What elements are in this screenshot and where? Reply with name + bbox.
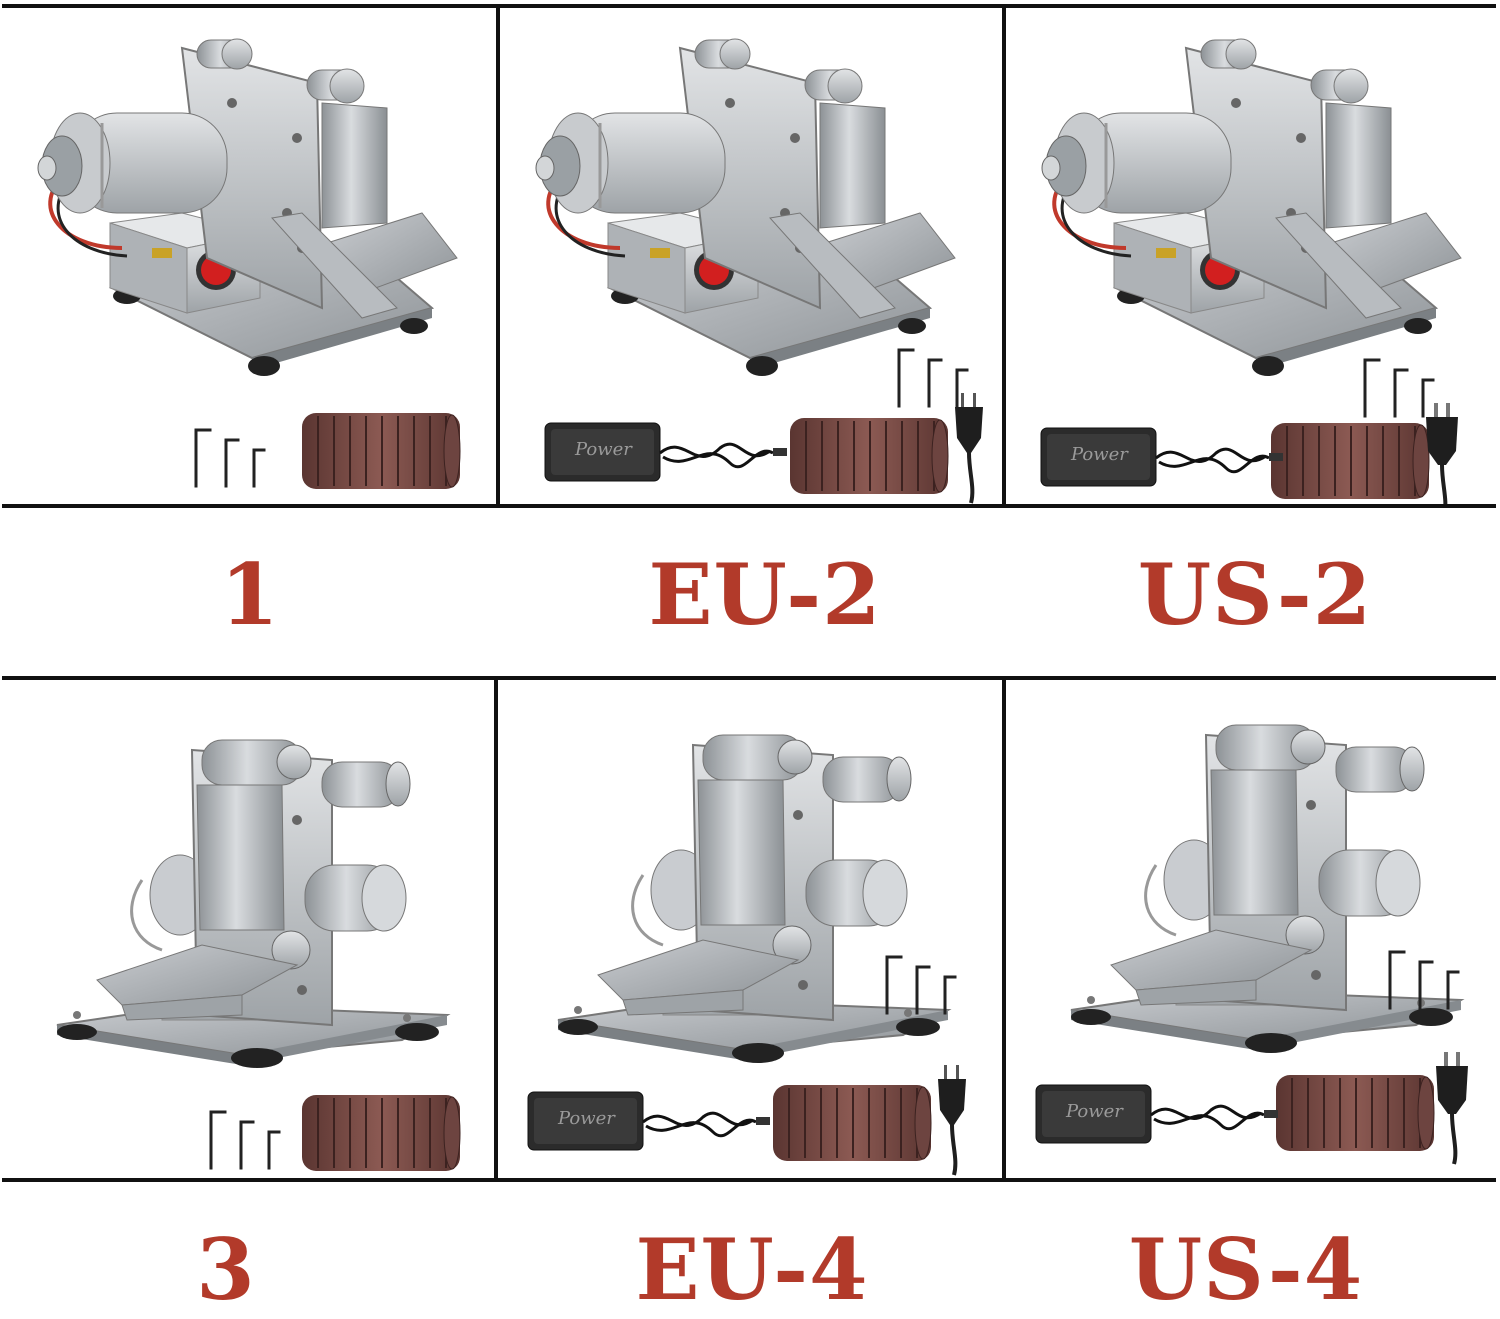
variant-label: US-2 [1137, 545, 1373, 644]
product-image-1 [36, 37, 461, 490]
bottom-row [2, 676, 1496, 1182]
top-row [2, 4, 1496, 508]
tile-variant-1[interactable] [2, 8, 496, 504]
product-image-3 [55, 738, 461, 1172]
variant-label: 3 [196, 1220, 256, 1319]
variant-label: EU-4 [635, 1220, 869, 1319]
product-image-eu-2 [534, 37, 985, 504]
product-image-eu-4 [526, 733, 968, 1177]
tile-variant-eu-2[interactable] [496, 8, 1002, 504]
tile-variant-us-4[interactable] [1002, 680, 1496, 1178]
variant-label: 1 [220, 545, 280, 644]
tile-variant-eu-4[interactable] [494, 680, 1002, 1178]
variant-label: US-4 [1128, 1220, 1364, 1319]
product-image-us-2 [1039, 37, 1463, 504]
variant-label: EU-2 [648, 545, 882, 644]
tile-variant-3[interactable] [2, 680, 494, 1178]
tile-variant-us-2[interactable] [1002, 8, 1496, 504]
product-image-us-4 [1034, 723, 1470, 1166]
